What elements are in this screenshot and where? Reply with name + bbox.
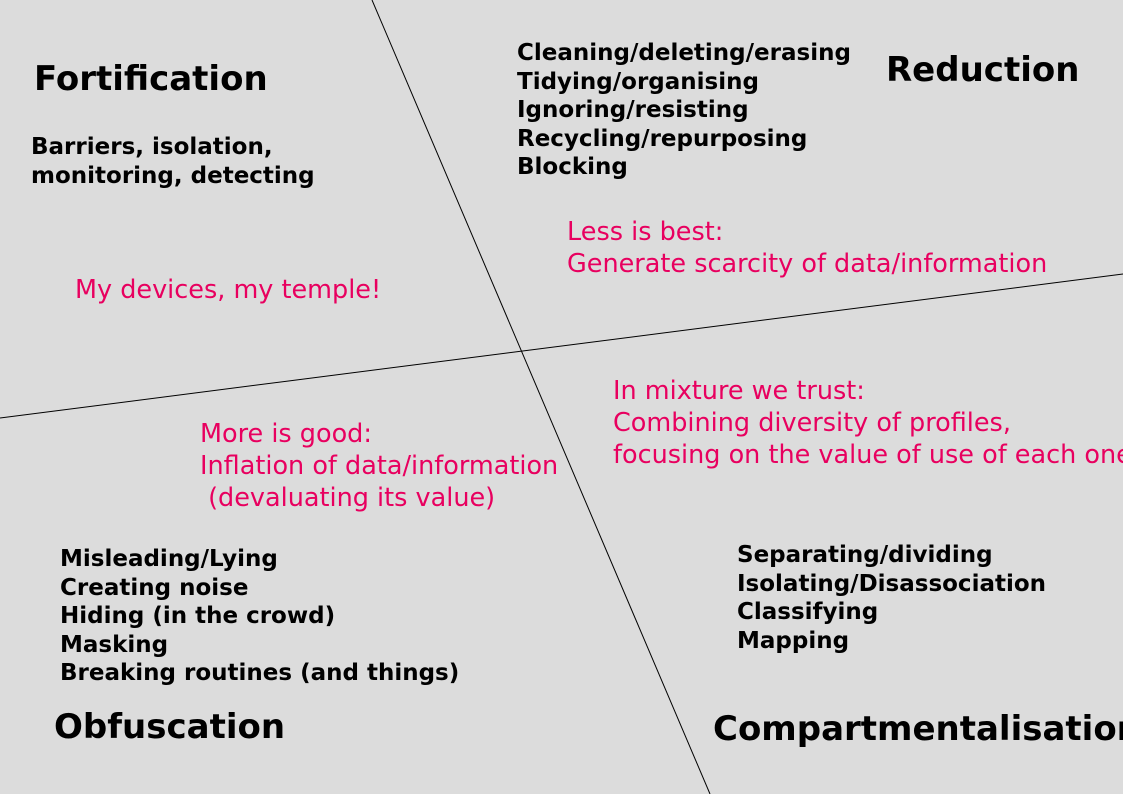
obfuscation-item: Masking [60, 631, 169, 658]
compartmentalisation-title: Compartmentalisation [713, 709, 1123, 749]
compartmentalisation-slogan-line: focusing on the value of use of each one [613, 440, 1123, 470]
horizontal-divider-line [0, 273, 1123, 419]
fortification-item: monitoring, detecting [31, 162, 315, 189]
reduction-item: Blocking [517, 154, 628, 181]
obfuscation-item: Breaking routines (and things) [60, 660, 460, 687]
compartmentalisation-slogan-line: Combining diversity of profiles, [613, 408, 1011, 438]
compartmentalisation-slogan-line: In mixture we trust: [613, 376, 865, 406]
obfuscation-slogan: More is good: Inflation of data/informat… [200, 418, 558, 514]
fortification-items: Barriers, isolation, monitoring, detecti… [31, 133, 315, 190]
obfuscation-item: Creating noise [60, 574, 249, 601]
diagonal-divider-line [371, 0, 711, 794]
obfuscation-slogan-line: Inflation of data/information [200, 451, 559, 481]
fortification-slogan-line: My devices, my temple! [75, 275, 382, 305]
obfuscation-title: Obfuscation [54, 707, 286, 747]
compartmentalisation-slogan: In mixture we trust: Combining diversity… [613, 375, 1123, 471]
reduction-item: Cleaning/deleting/erasing [517, 40, 851, 66]
reduction-slogan: Less is best: Generate scarcity of data/… [567, 216, 1047, 280]
compartmentalisation-item: Isolating/Disassociation [737, 570, 1047, 597]
reduction-item: Recycling/repurposing [517, 125, 808, 152]
fortification-item: Barriers, isolation, [31, 134, 273, 160]
obfuscation-items: Misleading/Lying Creating noise Hiding (… [60, 545, 459, 688]
reduction-item: Ignoring/resisting [517, 97, 749, 124]
fortification-slogan: My devices, my temple! [75, 274, 381, 306]
compartmentalisation-items: Separating/dividing Isolating/Disassocia… [737, 541, 1046, 655]
reduction-items: Cleaning/deleting/erasing Tidying/organi… [517, 39, 851, 182]
compartmentalisation-item: Separating/dividing [737, 542, 993, 568]
obfuscation-slogan-line: More is good: [200, 419, 372, 449]
obfuscation-item: Misleading/Lying [60, 546, 278, 572]
compartmentalisation-item: Mapping [737, 627, 850, 654]
reduction-item: Tidying/organising [517, 68, 759, 95]
reduction-slogan-line: Less is best: [567, 217, 724, 247]
fortification-title: Fortification [34, 59, 268, 99]
reduction-title: Reduction [886, 50, 1080, 90]
compartmentalisation-item: Classifying [737, 599, 879, 626]
obfuscation-slogan-line: (devaluating its value) [200, 483, 496, 513]
obfuscation-item: Hiding (in the crowd) [60, 603, 336, 630]
reduction-slogan-line: Generate scarcity of data/information [567, 249, 1048, 279]
